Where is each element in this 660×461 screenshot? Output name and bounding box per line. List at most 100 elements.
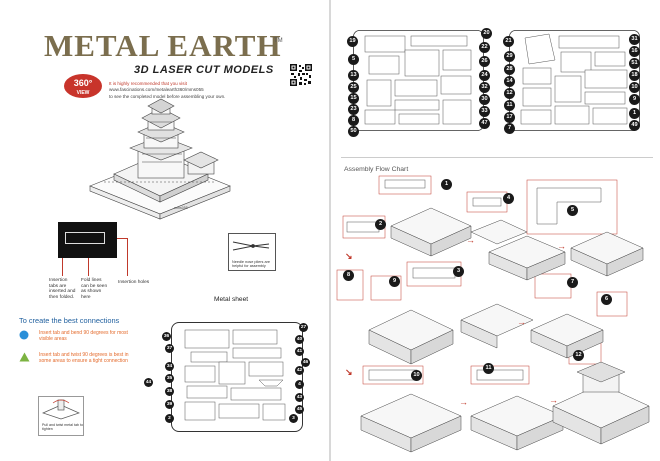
flow-step-number: 4 <box>503 193 514 204</box>
part-number: 28 <box>504 64 515 75</box>
promo-url[interactable]: www.fascinations.com/metalearth360/mms05… <box>109 87 204 93</box>
connections-title: To create the best connections <box>19 316 120 325</box>
flow-arrow-icon: → <box>466 235 475 245</box>
callout-line <box>88 258 89 276</box>
part-number: 5 <box>348 54 359 65</box>
part-number: 37 <box>165 344 174 353</box>
instruction-page-left: METAL EARTH TM 3D LASER CUT MODELS 360° … <box>0 0 329 461</box>
part-number: 18 <box>629 70 640 81</box>
part-number: 33 <box>479 106 490 117</box>
part-number: 19 <box>347 36 358 47</box>
part-number: 41 <box>295 347 304 356</box>
insertion-tab-diagram <box>58 222 117 258</box>
flow-step-number: 11 <box>483 363 494 374</box>
pliers-note: Needle nose pliers are helpful for assem… <box>232 260 270 269</box>
flow-step-number: 3 <box>453 266 464 277</box>
part-number: 8 <box>348 115 359 126</box>
insertion-tab-outline <box>65 232 105 244</box>
part-number: 46 <box>301 358 310 367</box>
tip-twist-text: Insert tab and twist 90 degrees is best … <box>39 352 129 365</box>
badge-main-label: 360° <box>73 78 93 88</box>
part-number: 2 <box>165 414 174 423</box>
flow-arrow-icon: ↘ <box>345 251 353 261</box>
part-number: 10 <box>629 82 640 93</box>
part-number: 50 <box>348 126 359 137</box>
metal-sheet-a-parts <box>353 30 484 131</box>
metal-sheet-b-parts <box>509 30 640 131</box>
part-number: 38 <box>165 387 174 396</box>
part-number: 17 <box>504 112 515 123</box>
flow-step-number: 1 <box>441 179 452 190</box>
part-number: 45 <box>295 405 304 414</box>
flow-step-number: 9 <box>389 276 400 287</box>
page-gutter <box>329 0 331 461</box>
promo-text: It is highly recommended that you visit … <box>109 81 281 100</box>
callout-line <box>117 238 127 239</box>
part-number: 16 <box>629 46 640 57</box>
part-number: 35 <box>165 374 174 383</box>
part-number: 25 <box>348 82 359 93</box>
instruction-page-right: 19 5 13 25 15 23 8 50 20 22 26 24 32 30 … <box>331 0 660 461</box>
twist-tip-box: Pull and twist metal tab to tighten <box>38 396 84 436</box>
insertion-holes-label: Insertion holes <box>118 280 150 285</box>
model-code: mms055 <box>174 206 188 210</box>
section-divider <box>341 157 653 158</box>
part-number: 49 <box>629 120 640 131</box>
promo-line-1: It is highly recommended that you visit <box>109 81 187 86</box>
flow-arrow-icon: → <box>459 397 468 407</box>
flow-step-number: 5 <box>567 205 578 216</box>
part-number: 21 <box>503 36 514 47</box>
green-triangle-icon <box>19 352 30 362</box>
part-number: 11 <box>504 100 515 111</box>
part-number: 7 <box>504 123 515 134</box>
part-number: 47 <box>479 118 490 129</box>
callout-line <box>127 238 128 276</box>
part-number: 24 <box>479 70 490 81</box>
metal-sheet-a: 19 5 13 25 15 23 8 50 20 22 26 24 32 30 … <box>347 28 492 137</box>
part-number: 36 <box>162 332 171 341</box>
badge-sub-label: VIEW <box>76 90 90 96</box>
insertion-tabs-label: Insertion tabs are inserted and then fol… <box>49 278 76 300</box>
tip-bend-text: Insert tab and bend 90 degrees for most … <box>39 330 128 343</box>
part-number: 12 <box>504 88 515 99</box>
part-number: 3 <box>289 414 298 423</box>
brand-logo: METAL EARTH <box>44 28 282 63</box>
part-number: 22 <box>479 42 490 53</box>
part-number: 20 <box>481 28 492 39</box>
part-number: 30 <box>479 94 490 105</box>
tip-twist: Insert tab and twist 90 degrees is best … <box>19 352 129 372</box>
part-number: 15 <box>348 93 359 104</box>
part-number: 34 <box>165 362 174 371</box>
blue-dot-icon <box>19 330 29 340</box>
fold-lines-label: Fold lines can be seen as shown here <box>81 278 108 300</box>
part-number: 9 <box>629 94 640 105</box>
trademark-mark: TM <box>274 38 283 44</box>
flow-arrow-icon: → <box>517 317 526 327</box>
pliers-icon <box>232 241 270 251</box>
twist-note: Pull and twist metal tab to tighten <box>42 423 83 432</box>
part-number: 23 <box>348 104 359 115</box>
flow-arrow-icon: → <box>549 395 558 405</box>
flow-step-number: 10 <box>411 370 422 381</box>
flow-step-number: 7 <box>567 277 578 288</box>
tip-bend: Insert tab and bend 90 degrees for most … <box>19 330 129 344</box>
brand-subtitle: 3D LASER CUT MODELS <box>134 64 274 76</box>
part-number: 13 <box>348 70 359 81</box>
pliers-tip-box: Needle nose pliers are helpful for assem… <box>228 233 276 271</box>
metal-sheet-parts <box>184 329 286 421</box>
part-number: 31 <box>629 34 640 45</box>
callout-line <box>62 258 63 276</box>
flow-arrow-icon: ↘ <box>345 367 353 377</box>
part-number: 1 <box>629 108 640 119</box>
part-number: 39 <box>165 400 174 409</box>
part-number: 29 <box>504 51 515 62</box>
part-number: 32 <box>479 82 490 93</box>
metal-sheet-left: 36 37 34 35 44 38 39 2 27 40 41 42 4 43 … <box>144 322 310 432</box>
part-number: 44 <box>144 378 153 387</box>
360-view-badge: 360° VIEW <box>64 74 102 98</box>
part-number: 40 <box>295 335 304 344</box>
part-number: 14 <box>504 76 515 87</box>
metal-sheet-b: 21 29 28 14 12 11 17 7 31 16 51 18 10 9 … <box>503 30 640 134</box>
flow-step-number: 2 <box>375 219 386 230</box>
flow-arrow-icon: → <box>557 241 566 251</box>
